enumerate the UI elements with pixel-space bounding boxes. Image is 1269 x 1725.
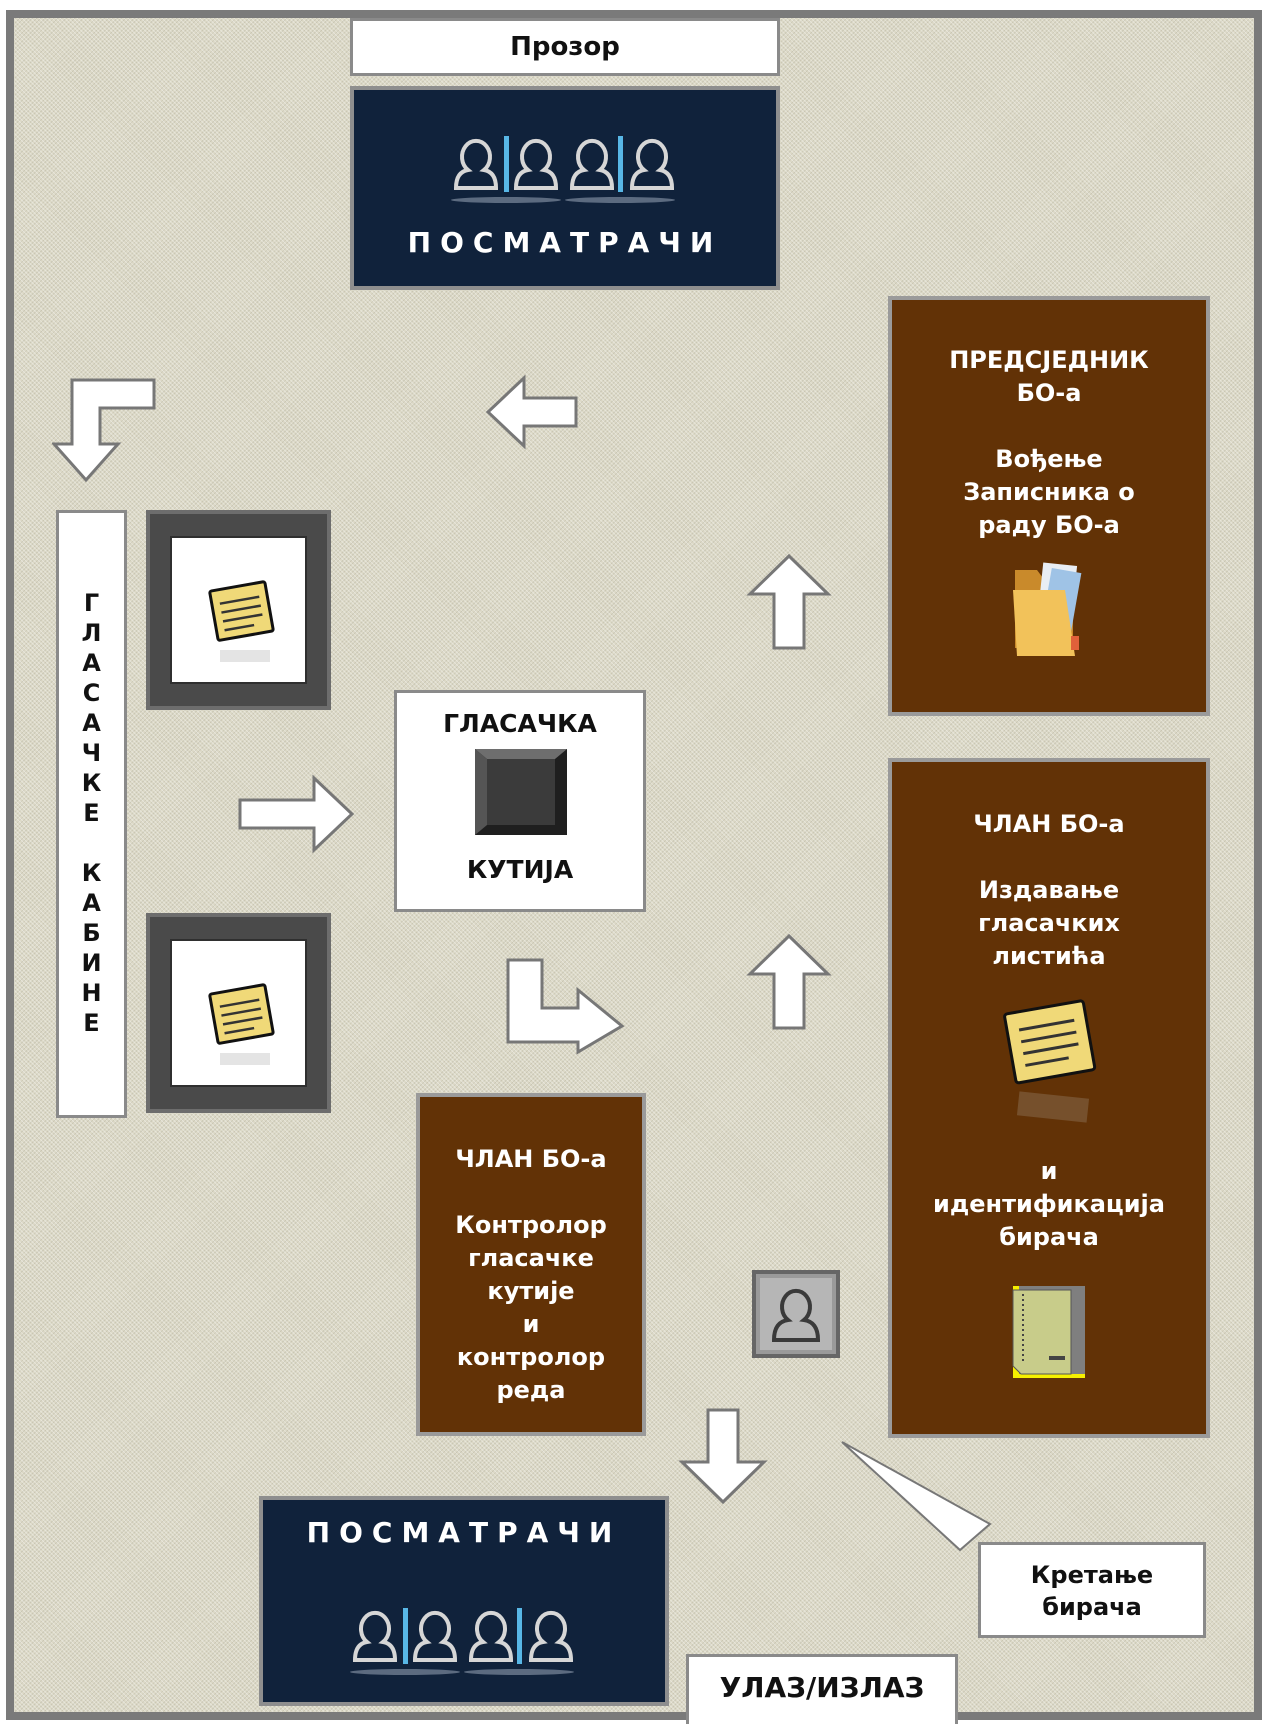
arrow-right-middle: [238, 774, 355, 854]
folder-icon: [1009, 550, 1089, 660]
president-box: ПРЕДСЈЕДНИК БО-а Вођење Записника о раду…: [888, 296, 1210, 716]
ballot-icon: [208, 580, 275, 662]
observers-bottom-icon: [343, 1600, 583, 1680]
arrow-corner-right: [506, 958, 625, 1055]
window-label-box: Прозор: [350, 18, 780, 76]
member-issue-text-bottom: и идентификација бирача: [933, 1157, 1165, 1251]
entrance-box: УЛАЗ/ИЗЛАЗ: [686, 1654, 958, 1724]
arrow-up-upper: [746, 553, 832, 650]
ballot-box-label-bottom: КУТИЈА: [466, 855, 574, 884]
observers-top-label: ПОСМАТРАЧИ: [407, 226, 723, 259]
voting-booths-label: ГЛАСАЧКЕ КАБИНЕ: [77, 589, 106, 1039]
ballot-box-label-top: ГЛАСАЧКА: [443, 709, 597, 738]
entrance-label: УЛАЗ/ИЗЛАЗ: [719, 1671, 925, 1704]
member-control-text: ЧЛАН БО-а Контролор гласачке кутије и ко…: [455, 1145, 607, 1404]
observers-bottom-label: ПОСМАТРАЧИ: [306, 1516, 622, 1549]
voting-booth-bottom: [146, 913, 331, 1113]
observers-top-icon: [444, 128, 684, 208]
arrow-down-bottom: [678, 1408, 768, 1505]
arrow-left-top: [485, 374, 578, 450]
legend-label: Кретање бирача: [1030, 1561, 1154, 1621]
voting-booths-label-box: ГЛАСАЧКЕ КАБИНЕ: [56, 510, 127, 1118]
ballot-icon: [994, 999, 1104, 1129]
president-text: ПРЕДСЈЕДНИК БО-а Вођење Записника о раду…: [949, 346, 1149, 539]
legend-pointer: [841, 1441, 992, 1552]
ballot-box-icon: [475, 749, 567, 835]
voting-booth-top: [146, 510, 331, 710]
voter-icon: [752, 1270, 840, 1358]
arrow-up-lower: [746, 933, 832, 1030]
observers-top-box: ПОСМАТРАЧИ: [350, 86, 780, 290]
member-control-box: ЧЛАН БО-а Контролор гласачке кутије и ко…: [416, 1093, 646, 1436]
ballot-box: ГЛАСАЧКА КУТИЈА: [394, 690, 646, 912]
window-label: Прозор: [510, 32, 620, 62]
arrow-corner-down: [52, 378, 156, 483]
member-issue-text-top: ЧЛАН БО-а Издавање гласачких листића: [973, 810, 1125, 970]
legend-box: Кретање бирача: [978, 1542, 1206, 1638]
observers-bottom-box: ПОСМАТРАЧИ: [259, 1496, 669, 1706]
voter-list-icon: [1009, 1282, 1089, 1382]
ballot-icon: [208, 983, 275, 1065]
member-issue-box: ЧЛАН БО-а Издавање гласачких листића и и…: [888, 758, 1210, 1438]
